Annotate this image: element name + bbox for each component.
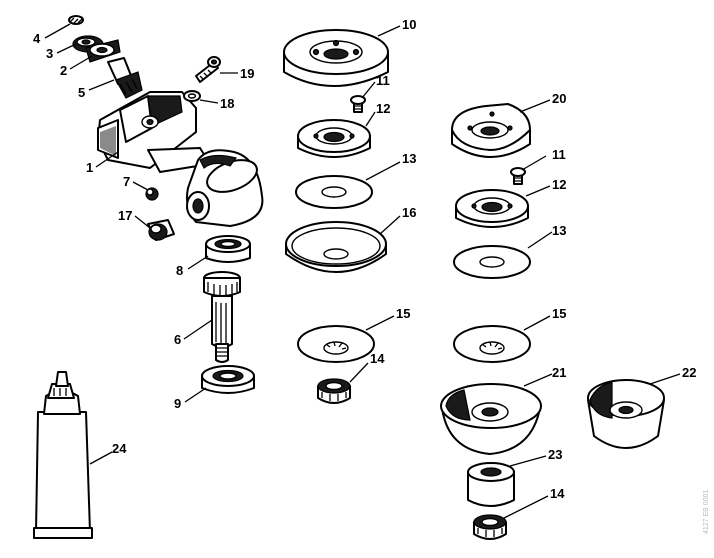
label-part-18: 18 [220, 96, 234, 111]
part-12-thrust-washer-right [455, 189, 529, 228]
label-part-1: 1 [86, 160, 93, 175]
label-part-10: 10 [402, 17, 416, 32]
label-part-11-mid: 11 [376, 73, 390, 88]
part-19-screw [195, 56, 221, 83]
part-17-plug [147, 219, 175, 241]
part-22-cup [587, 379, 665, 449]
part-21-cup [440, 383, 542, 455]
label-part-11-right: 11 [552, 147, 566, 162]
label-part-14-mid: 14 [370, 351, 385, 366]
label-part-15-mid: 15 [396, 306, 410, 321]
part-13-disc-mid [295, 175, 373, 209]
part-number-labels: 4 3 2 5 1 7 17 8 6 9 24 19 18 10 11 12 1… [33, 17, 696, 501]
part-18-washer [183, 90, 201, 102]
part-15-thrust-plate-right [453, 325, 531, 363]
label-part-23: 23 [548, 447, 562, 462]
part-4-snap-ring [68, 15, 84, 25]
part-9-bearing [201, 365, 255, 394]
label-part-16: 16 [402, 205, 416, 220]
label-part-2: 2 [60, 63, 67, 78]
label-part-22: 22 [682, 365, 696, 380]
part-13-disc-right [453, 245, 531, 279]
part-11-screw-right [510, 167, 526, 185]
part-16-dish [285, 221, 387, 273]
part-15-thrust-plate-mid [297, 325, 375, 363]
label-part-24: 24 [112, 441, 127, 456]
part-7-screw [145, 187, 159, 201]
label-part-8: 8 [176, 263, 183, 278]
label-part-4: 4 [33, 31, 41, 46]
label-part-13-right: 13 [552, 223, 566, 238]
label-part-19: 19 [240, 66, 254, 81]
part-1-gear-housing [97, 91, 264, 227]
part-5-bevel-pinion [107, 57, 143, 99]
part-14-nut-mid [317, 378, 351, 404]
part-24-grease-tube [33, 371, 93, 539]
label-part-7: 7 [123, 174, 130, 189]
label-part-17: 17 [118, 208, 132, 223]
label-part-3: 3 [46, 46, 53, 61]
label-part-13-mid: 13 [402, 151, 416, 166]
part-10-thrust-plate [283, 29, 389, 87]
part-14-nut-right [473, 514, 507, 540]
label-part-6: 6 [174, 332, 181, 347]
label-part-12-right: 12 [552, 177, 566, 192]
label-part-20: 20 [552, 91, 566, 106]
leader-lines [44, 23, 681, 519]
part-12-thrust-washer-mid [297, 119, 371, 158]
label-part-21: 21 [552, 365, 566, 380]
label-part-9: 9 [174, 396, 181, 411]
label-part-5: 5 [78, 85, 85, 100]
label-part-12-mid: 12 [376, 101, 390, 116]
label-part-14-right: 14 [550, 486, 565, 501]
part-6-spindle-gear [203, 271, 241, 363]
label-part-15-right: 15 [552, 306, 566, 321]
part-20-thrust-plate [451, 103, 531, 158]
watermark-code: 4127 EB 0001 [703, 490, 710, 534]
part-11-screw-mid [350, 95, 366, 113]
part-8-ball-bearing [205, 235, 251, 263]
part-23-sleeve [467, 462, 515, 507]
